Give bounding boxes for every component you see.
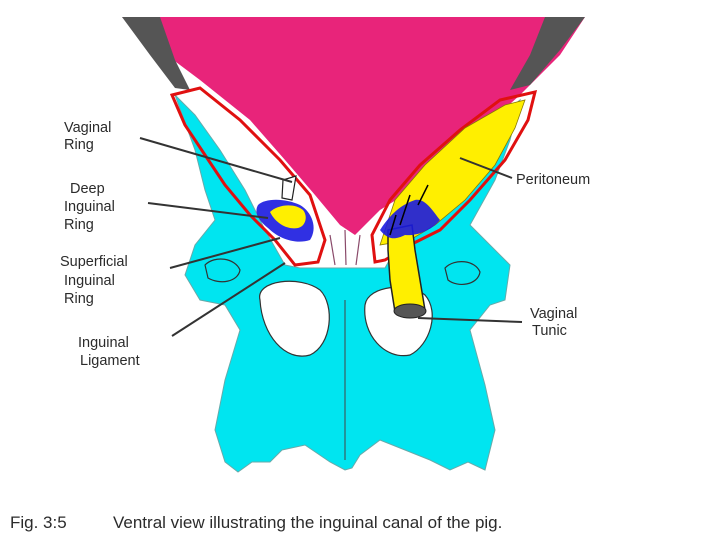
label-peritoneum: Peritoneum xyxy=(516,172,590,188)
vaginal-tunic-opening xyxy=(393,303,427,319)
right-muscle-edge xyxy=(510,17,585,90)
leader-inguinal-ligament xyxy=(171,262,286,337)
label-inguinal-ligament: Inguinal Ligament xyxy=(78,335,140,369)
label-superficial-inguinal-ring: Superficial Inguinal Ring xyxy=(60,254,132,307)
leader-peritoneum xyxy=(459,157,513,179)
figure-number: Fig. 3:5 xyxy=(10,513,67,532)
right-vessels xyxy=(380,199,440,239)
label-vaginal-tunic: Vaginal Tunic xyxy=(530,306,581,339)
left-inguinal-outline xyxy=(169,86,327,267)
leader-superficial-inguinal-ring xyxy=(169,237,281,269)
leader-deep-inguinal-ring xyxy=(147,202,269,219)
label-deep-inguinal-ring: Deep Inguinal Ring xyxy=(64,181,119,233)
right-bone-tubercle xyxy=(444,261,481,286)
abdominal-muscle xyxy=(122,17,585,235)
left-peritoneum xyxy=(270,205,306,229)
leader-vaginal-tunic xyxy=(417,317,523,323)
figure-caption-text: Ventral view illustrating the inguinal c… xyxy=(113,513,502,532)
right-vessel-lines xyxy=(389,184,429,236)
left-vaginal-ring-detail xyxy=(281,175,297,201)
leader-vaginal-ring xyxy=(139,137,293,183)
figure-caption: Fig. 3:5 Ventral view illustrating the i… xyxy=(10,513,502,532)
central-folds xyxy=(329,229,361,266)
label-vaginal-ring: Vaginal Ring xyxy=(64,120,115,153)
left-obturator-foramen xyxy=(259,280,330,357)
left-muscle-edge xyxy=(122,17,190,90)
left-bone-tubercle xyxy=(204,258,241,283)
right-inguinal-outline xyxy=(370,89,538,264)
